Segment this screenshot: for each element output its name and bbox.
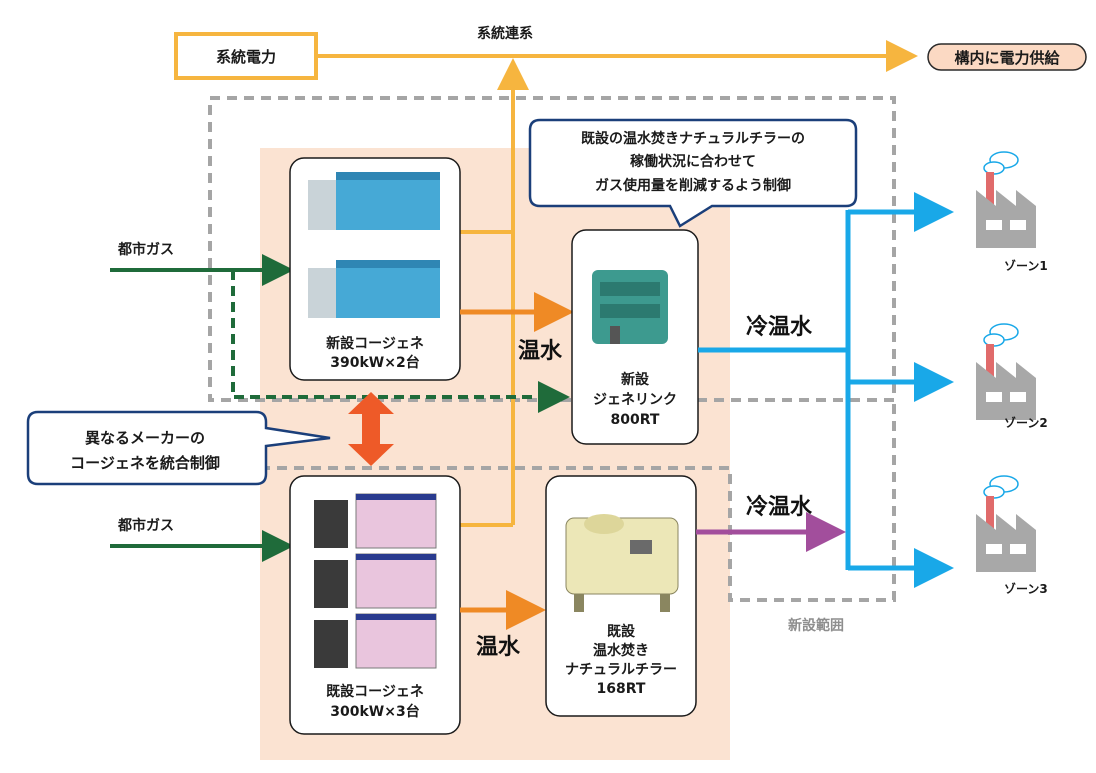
onsite-supply-badge <box>927 43 1087 71</box>
genelink-label-1: 新設 <box>621 371 650 388</box>
factory-icon-zone1 <box>976 151 1036 248</box>
new-scope-label: 新設範囲 <box>788 617 844 634</box>
genelink-unit-icon <box>592 270 668 344</box>
zone-2-label: ゾーン2 <box>1004 415 1048 430</box>
zone-1-label: ゾーン1 <box>1004 258 1048 273</box>
hot-water-label-existing: 温水 <box>476 635 521 660</box>
callout-top-line3: ガス使用量を削減するよう制御 <box>595 177 791 194</box>
callout-left-line1: 異なるメーカーの <box>85 429 205 447</box>
chilled-water-label-new: 冷温水 <box>746 314 813 340</box>
existing-chiller-label-3: ナチュラルチラー <box>565 662 677 678</box>
new-cogen-label-2: 390kW×2台 <box>330 354 419 371</box>
callout-top-line1: 既設の温水焚きナチュラルチラーの <box>581 130 805 147</box>
integrated-control-double-arrow <box>348 392 394 466</box>
chilled-water-label-existing: 冷温水 <box>746 494 813 520</box>
existing-cogen-label-1: 既設コージェネ <box>326 683 424 700</box>
factory-icon-zone3 <box>976 475 1036 572</box>
hot-water-label-new: 温水 <box>518 339 563 364</box>
callout-left-line2: コージェネを統合制御 <box>70 454 220 472</box>
city-gas-label-top: 都市ガス <box>117 241 174 258</box>
existing-cogen-label-2: 300kW×3台 <box>330 703 419 720</box>
existing-chiller-unit-icon <box>565 514 679 612</box>
genelink-label-3: 800RT <box>611 412 660 428</box>
city-gas-label-bottom: 都市ガス <box>117 517 174 534</box>
callout-top <box>528 118 858 228</box>
new-scope-frame-lower <box>260 400 896 602</box>
new-cogen-unit-icon <box>308 172 440 318</box>
onsite-supply-label: 構内に電力供給 <box>954 49 1060 67</box>
grid-link-label: 系統連系 <box>477 25 533 42</box>
zone-3-label: ゾーン3 <box>1004 581 1048 596</box>
factory-icon-zone2 <box>976 323 1036 420</box>
existing-chiller-label-4: 168RT <box>597 681 646 697</box>
existing-chiller-label-2: 温水焚き <box>593 642 649 659</box>
genelink-label-2: ジェネリンク <box>593 392 677 408</box>
callout-left <box>26 410 331 486</box>
existing-chiller-box <box>545 475 697 717</box>
new-cogen-label-1: 新設コージェネ <box>326 335 424 352</box>
existing-cogen-unit-icon <box>314 493 437 669</box>
existing-chiller-label-1: 既設 <box>607 623 636 640</box>
callout-top-line2: 稼働状況に合わせて <box>630 153 756 170</box>
grid-power-label: 系統電力 <box>216 48 276 66</box>
